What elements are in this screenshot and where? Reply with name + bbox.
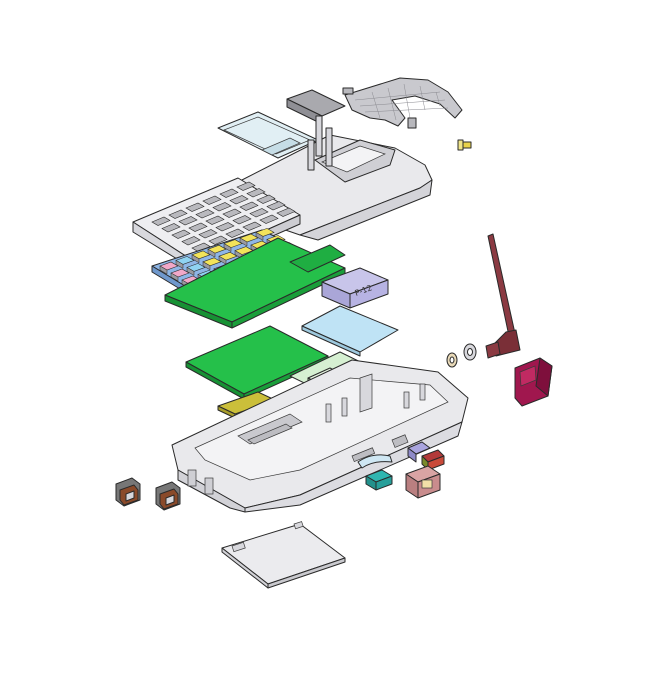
connector-block: P-12 (321, 267, 389, 309)
keypad-hole (171, 229, 191, 239)
keypad-key-side (170, 272, 179, 282)
keypad-hole (208, 235, 228, 245)
usb-connector (405, 465, 441, 499)
keypad-hole (188, 222, 208, 232)
secondary-pcb (185, 325, 329, 400)
keypad-holes (151, 181, 296, 252)
lavender-socket (407, 441, 431, 463)
keypad-hole (195, 209, 215, 219)
keypad-hole (168, 209, 188, 219)
keypad-hole (239, 201, 259, 211)
keypad-hole (246, 188, 266, 198)
keypad-key-side (239, 237, 248, 247)
battery-clip-left (115, 477, 141, 507)
keypad-hole (256, 194, 276, 204)
keypad-hole (219, 188, 239, 198)
teal-connector (365, 469, 393, 491)
keypad-hole (259, 214, 279, 224)
keypad-hole (212, 202, 232, 212)
keypad-hole (202, 195, 222, 205)
keypad-key-side (159, 265, 168, 275)
antenna (485, 233, 521, 359)
keypad-key-side (223, 243, 232, 253)
main-pcb (164, 237, 346, 329)
keypad-hole (151, 216, 171, 226)
bottom-housing (171, 359, 469, 513)
keypad-hole (198, 229, 218, 239)
keypad-hole (266, 201, 286, 211)
keypad-hole (205, 215, 225, 225)
keypad-hole (225, 228, 245, 238)
keypad-key-side (255, 231, 264, 241)
keypad-hole (236, 181, 256, 191)
battery-clip-right (155, 481, 181, 511)
module-board (301, 305, 399, 357)
keypad-hole (276, 207, 296, 217)
screw-top (457, 139, 472, 151)
keypad-hole (178, 216, 198, 226)
keypad-key-side (202, 261, 211, 271)
keypad-hole (242, 221, 262, 231)
keypad-hole (249, 208, 269, 218)
keypad-key-side (191, 254, 200, 264)
magenta-side-cover (514, 357, 553, 407)
keypad-hole (181, 236, 201, 246)
keypad-hole (185, 202, 205, 212)
keypad-hole (229, 195, 249, 205)
antenna-washer-large (463, 343, 477, 361)
antenna-nut (446, 352, 458, 368)
battery-cover (221, 521, 346, 589)
arc-connector (357, 454, 393, 469)
keypad-hole (161, 223, 181, 233)
keypad-hole (222, 208, 242, 218)
keypad-key-side (207, 248, 216, 258)
keypad-key-side (186, 266, 195, 276)
keypad-hole (232, 215, 252, 225)
keypad-hole (215, 222, 235, 232)
lcd-bracket (286, 89, 346, 171)
printer-cover (342, 77, 463, 129)
keypad-key-side (175, 259, 184, 269)
